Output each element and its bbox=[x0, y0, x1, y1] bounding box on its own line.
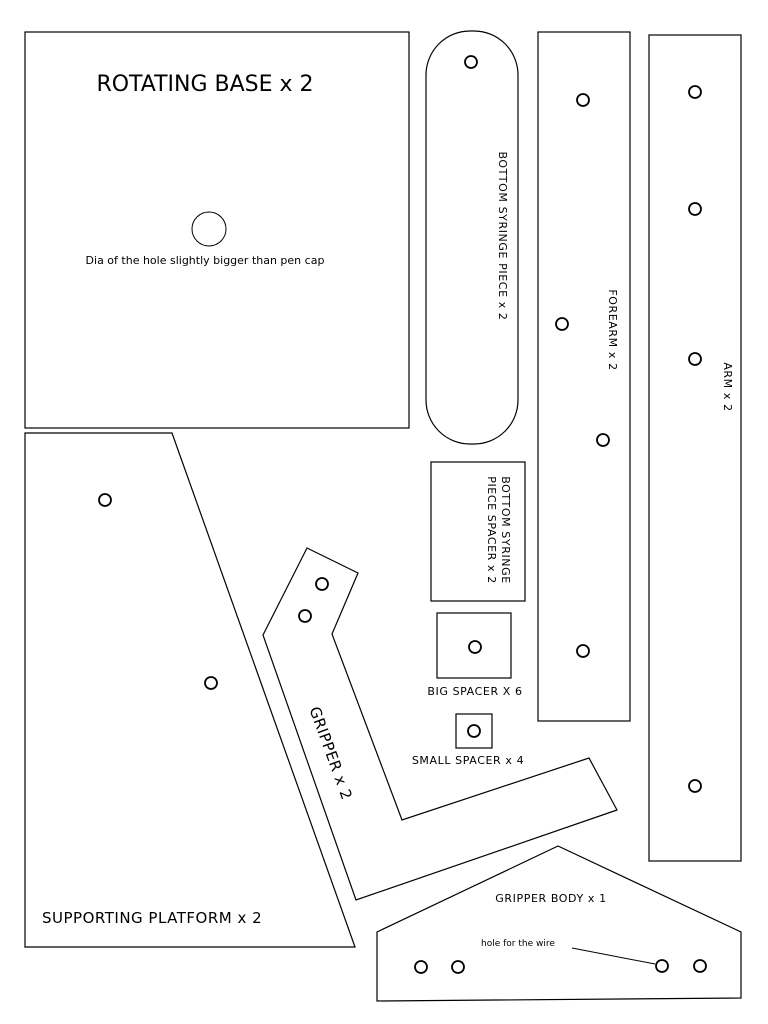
wire-hole-note: hole for the wire bbox=[481, 939, 555, 949]
big-spacer-part: BIG SPACER X 6 bbox=[427, 612, 522, 698]
platform-hole bbox=[98, 493, 112, 507]
bottom-syringe-piece-label: BOTTOM SYRINGE PIECE x 2 bbox=[496, 151, 509, 320]
gripper-outline bbox=[262, 547, 618, 901]
forearm-part: FOREARM x 2 bbox=[537, 31, 631, 722]
supporting-platform-outline bbox=[24, 432, 356, 948]
pen-cap-hole bbox=[191, 211, 227, 247]
supporting-platform-label: SUPPORTING PLATFORM x 2 bbox=[42, 909, 262, 927]
forearm-hole bbox=[596, 433, 610, 447]
gripper-body-hole bbox=[693, 959, 707, 973]
forearm-outline bbox=[537, 31, 631, 722]
forearm-hole bbox=[576, 644, 590, 658]
big-spacer-label: BIG SPACER X 6 bbox=[427, 685, 522, 698]
wire-hole-leader-line bbox=[571, 947, 656, 965]
arm-hole bbox=[688, 85, 702, 99]
forearm-hole bbox=[576, 93, 590, 107]
arm-part: ARM x 2 bbox=[648, 34, 742, 862]
syringe-spacer-label-line1: BOTTOM SYRINGE bbox=[499, 476, 512, 584]
syringe-spacer-part: BOTTOM SYRINGE PIECE SPACER x 2 bbox=[430, 461, 526, 602]
wire-hole bbox=[655, 959, 669, 973]
gripper-hole bbox=[298, 609, 312, 623]
rotating-base-title: ROTATING BASE x 2 bbox=[96, 72, 313, 97]
syringe-spacer-outline bbox=[430, 461, 526, 602]
arm-hole bbox=[688, 202, 702, 216]
gripper-body-part: GRIPPER BODY x 1 hole for the wire bbox=[376, 845, 742, 1002]
syringe-spacer-label-line2: PIECE SPACER x 2 bbox=[485, 476, 498, 584]
gripper-body-hole bbox=[451, 960, 465, 974]
rotating-base-part: ROTATING BASE x 2 Dia of the hole slight… bbox=[24, 31, 410, 429]
big-spacer-hole bbox=[468, 640, 482, 654]
supporting-platform-part: SUPPORTING PLATFORM x 2 bbox=[24, 432, 356, 948]
gripper-body-label: GRIPPER BODY x 1 bbox=[495, 892, 606, 905]
gripper-hole bbox=[315, 577, 329, 591]
bottom-syringe-piece-outline bbox=[425, 30, 519, 445]
small-spacer-label: SMALL SPACER x 4 bbox=[412, 754, 524, 767]
syringe-piece-hole bbox=[464, 55, 478, 69]
arm-hole bbox=[688, 779, 702, 793]
platform-hole bbox=[204, 676, 218, 690]
bottom-syringe-piece-part: BOTTOM SYRINGE PIECE x 2 bbox=[425, 30, 519, 445]
small-spacer-hole bbox=[467, 724, 481, 738]
arm-hole bbox=[688, 352, 702, 366]
forearm-hole bbox=[555, 317, 569, 331]
arm-outline bbox=[648, 34, 742, 862]
small-spacer-part: SMALL SPACER x 4 bbox=[412, 713, 524, 767]
forearm-label: FOREARM x 2 bbox=[606, 289, 619, 370]
gripper-body-hole bbox=[414, 960, 428, 974]
arm-label: ARM x 2 bbox=[721, 362, 734, 411]
rotating-base-note: Dia of the hole slightly bigger than pen… bbox=[86, 254, 325, 267]
gripper-body-outline bbox=[376, 845, 742, 1002]
